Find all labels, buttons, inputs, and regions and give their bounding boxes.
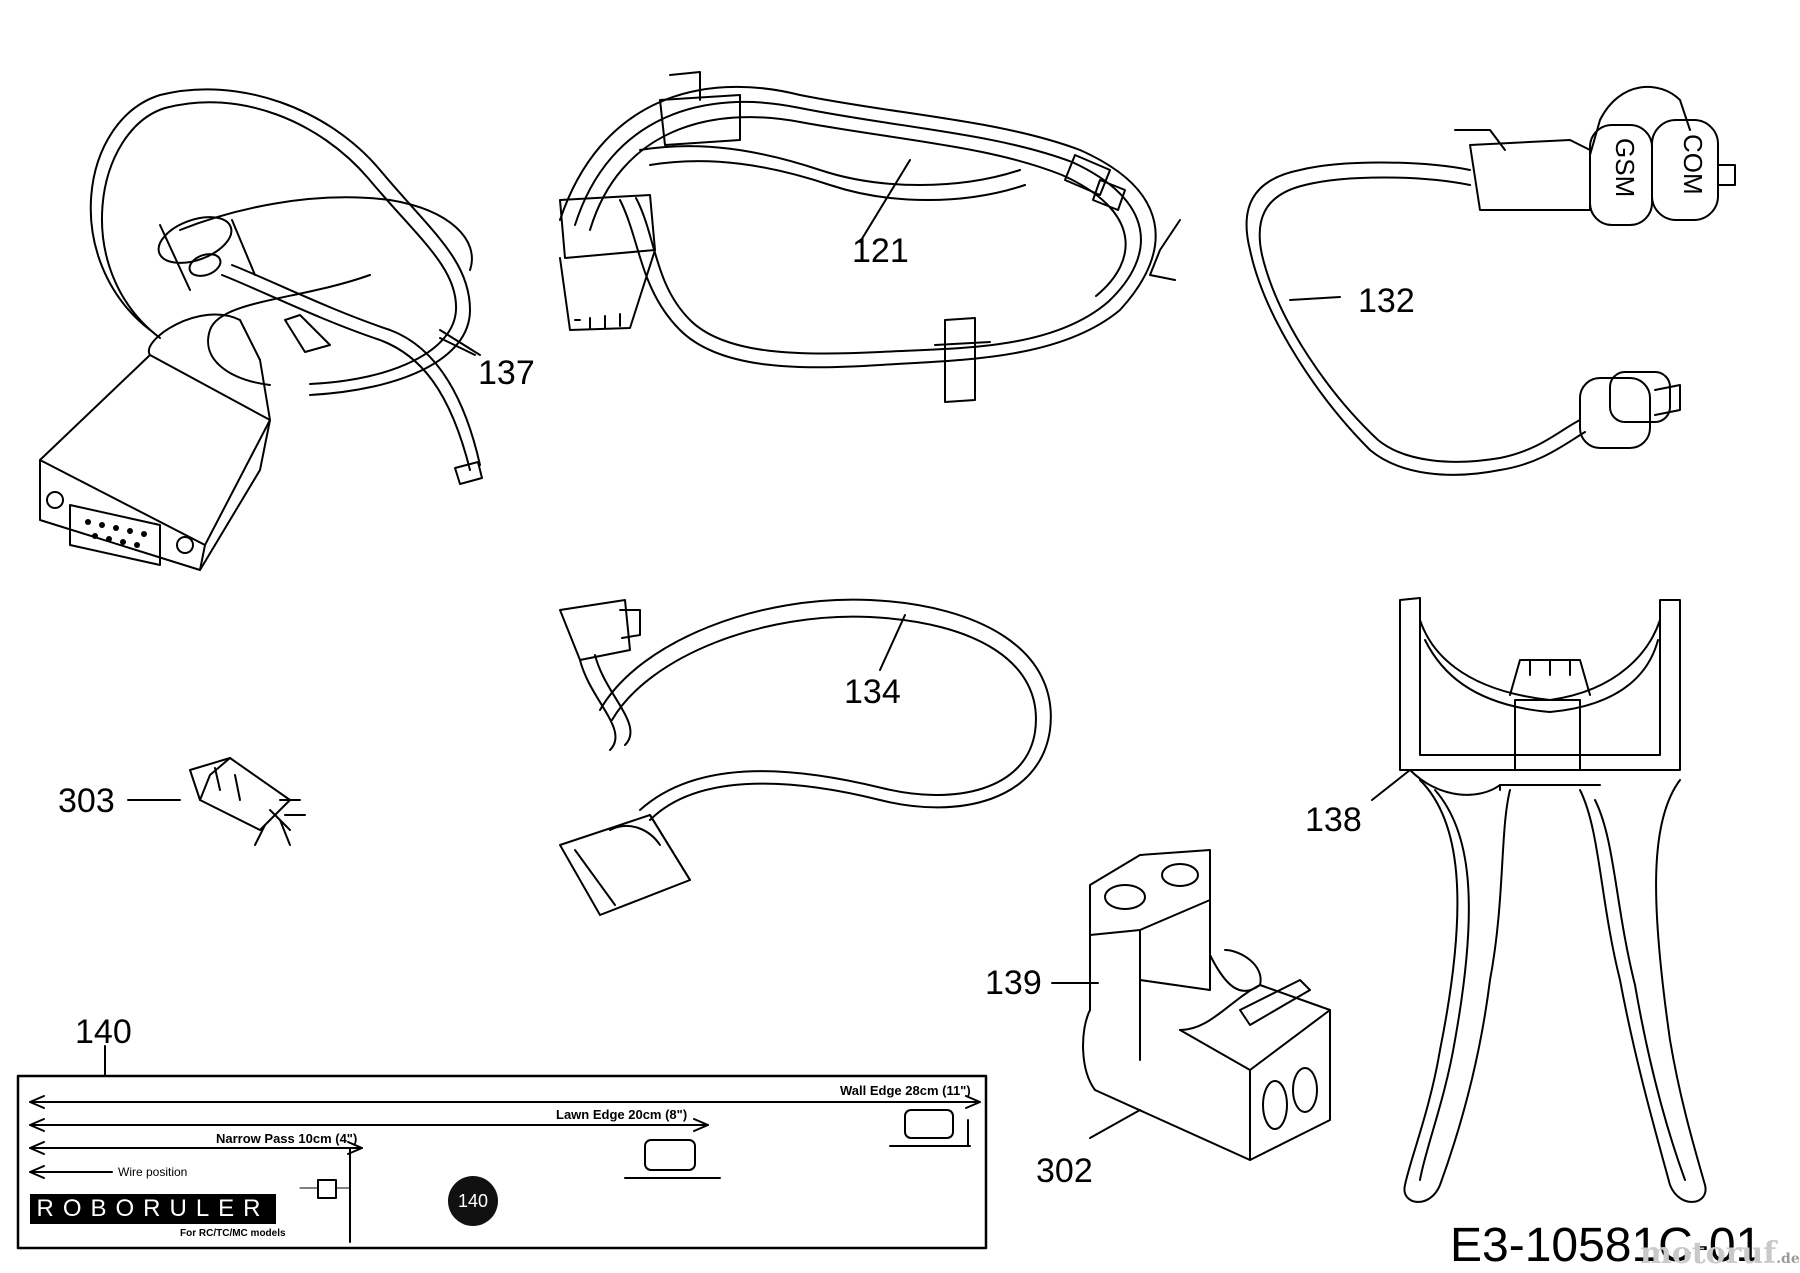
part-137-serial-cable xyxy=(39,88,483,571)
leader-121 xyxy=(859,159,911,243)
label-121: 121 xyxy=(852,232,909,270)
watermark: motoruf.de xyxy=(1640,1236,1800,1271)
part-132-gsm-com-cable xyxy=(1245,86,1736,476)
label-140: 140 xyxy=(75,1013,132,1051)
part-121-wire-harness xyxy=(559,71,1181,403)
roboruler-brand: ROBORULER xyxy=(36,1195,270,1222)
roboruler-wire-position: Wire position xyxy=(118,1165,188,1179)
drawing-code: E3-10581C-01 xyxy=(1450,1219,1763,1272)
roboruler-logo: ROBORULER xyxy=(30,1194,276,1224)
leader-134 xyxy=(879,614,906,671)
roboruler-narrow-pass: Narrow Pass 10cm (4") xyxy=(216,1131,358,1146)
leader-lines xyxy=(127,159,1411,1139)
gsm-label: GSM xyxy=(1610,138,1640,198)
roboruler-models: For RC/TC/MC models xyxy=(180,1228,286,1239)
part-134-cable xyxy=(559,598,1052,916)
watermark-name: motoruf xyxy=(1640,1236,1777,1271)
part-138-bracket xyxy=(1399,597,1707,1203)
part-139-block xyxy=(1082,849,1331,1161)
label-303: 303 xyxy=(58,782,115,820)
part-303-small-connector xyxy=(189,757,306,846)
leader-132 xyxy=(1289,296,1341,301)
leader-137 xyxy=(439,329,481,356)
label-139: 139 xyxy=(985,964,1042,1002)
watermark-tld: .de xyxy=(1776,1251,1800,1267)
leader-302 xyxy=(1089,1109,1141,1139)
leader-138 xyxy=(1371,769,1411,801)
roboruler-badge: 140 xyxy=(448,1176,498,1226)
part-140-roboruler xyxy=(16,1045,988,1250)
label-134: 134 xyxy=(844,673,901,711)
label-138: 138 xyxy=(1305,801,1362,839)
label-302: 302 xyxy=(1036,1152,1093,1190)
roboruler-wall-edge: Wall Edge 28cm (11") xyxy=(840,1083,971,1098)
com-label: COM xyxy=(1678,134,1708,195)
label-132: 132 xyxy=(1358,282,1415,320)
roboruler-lawn-edge: Lawn Edge 20cm (8") xyxy=(556,1107,688,1122)
label-137: 137 xyxy=(478,354,535,392)
